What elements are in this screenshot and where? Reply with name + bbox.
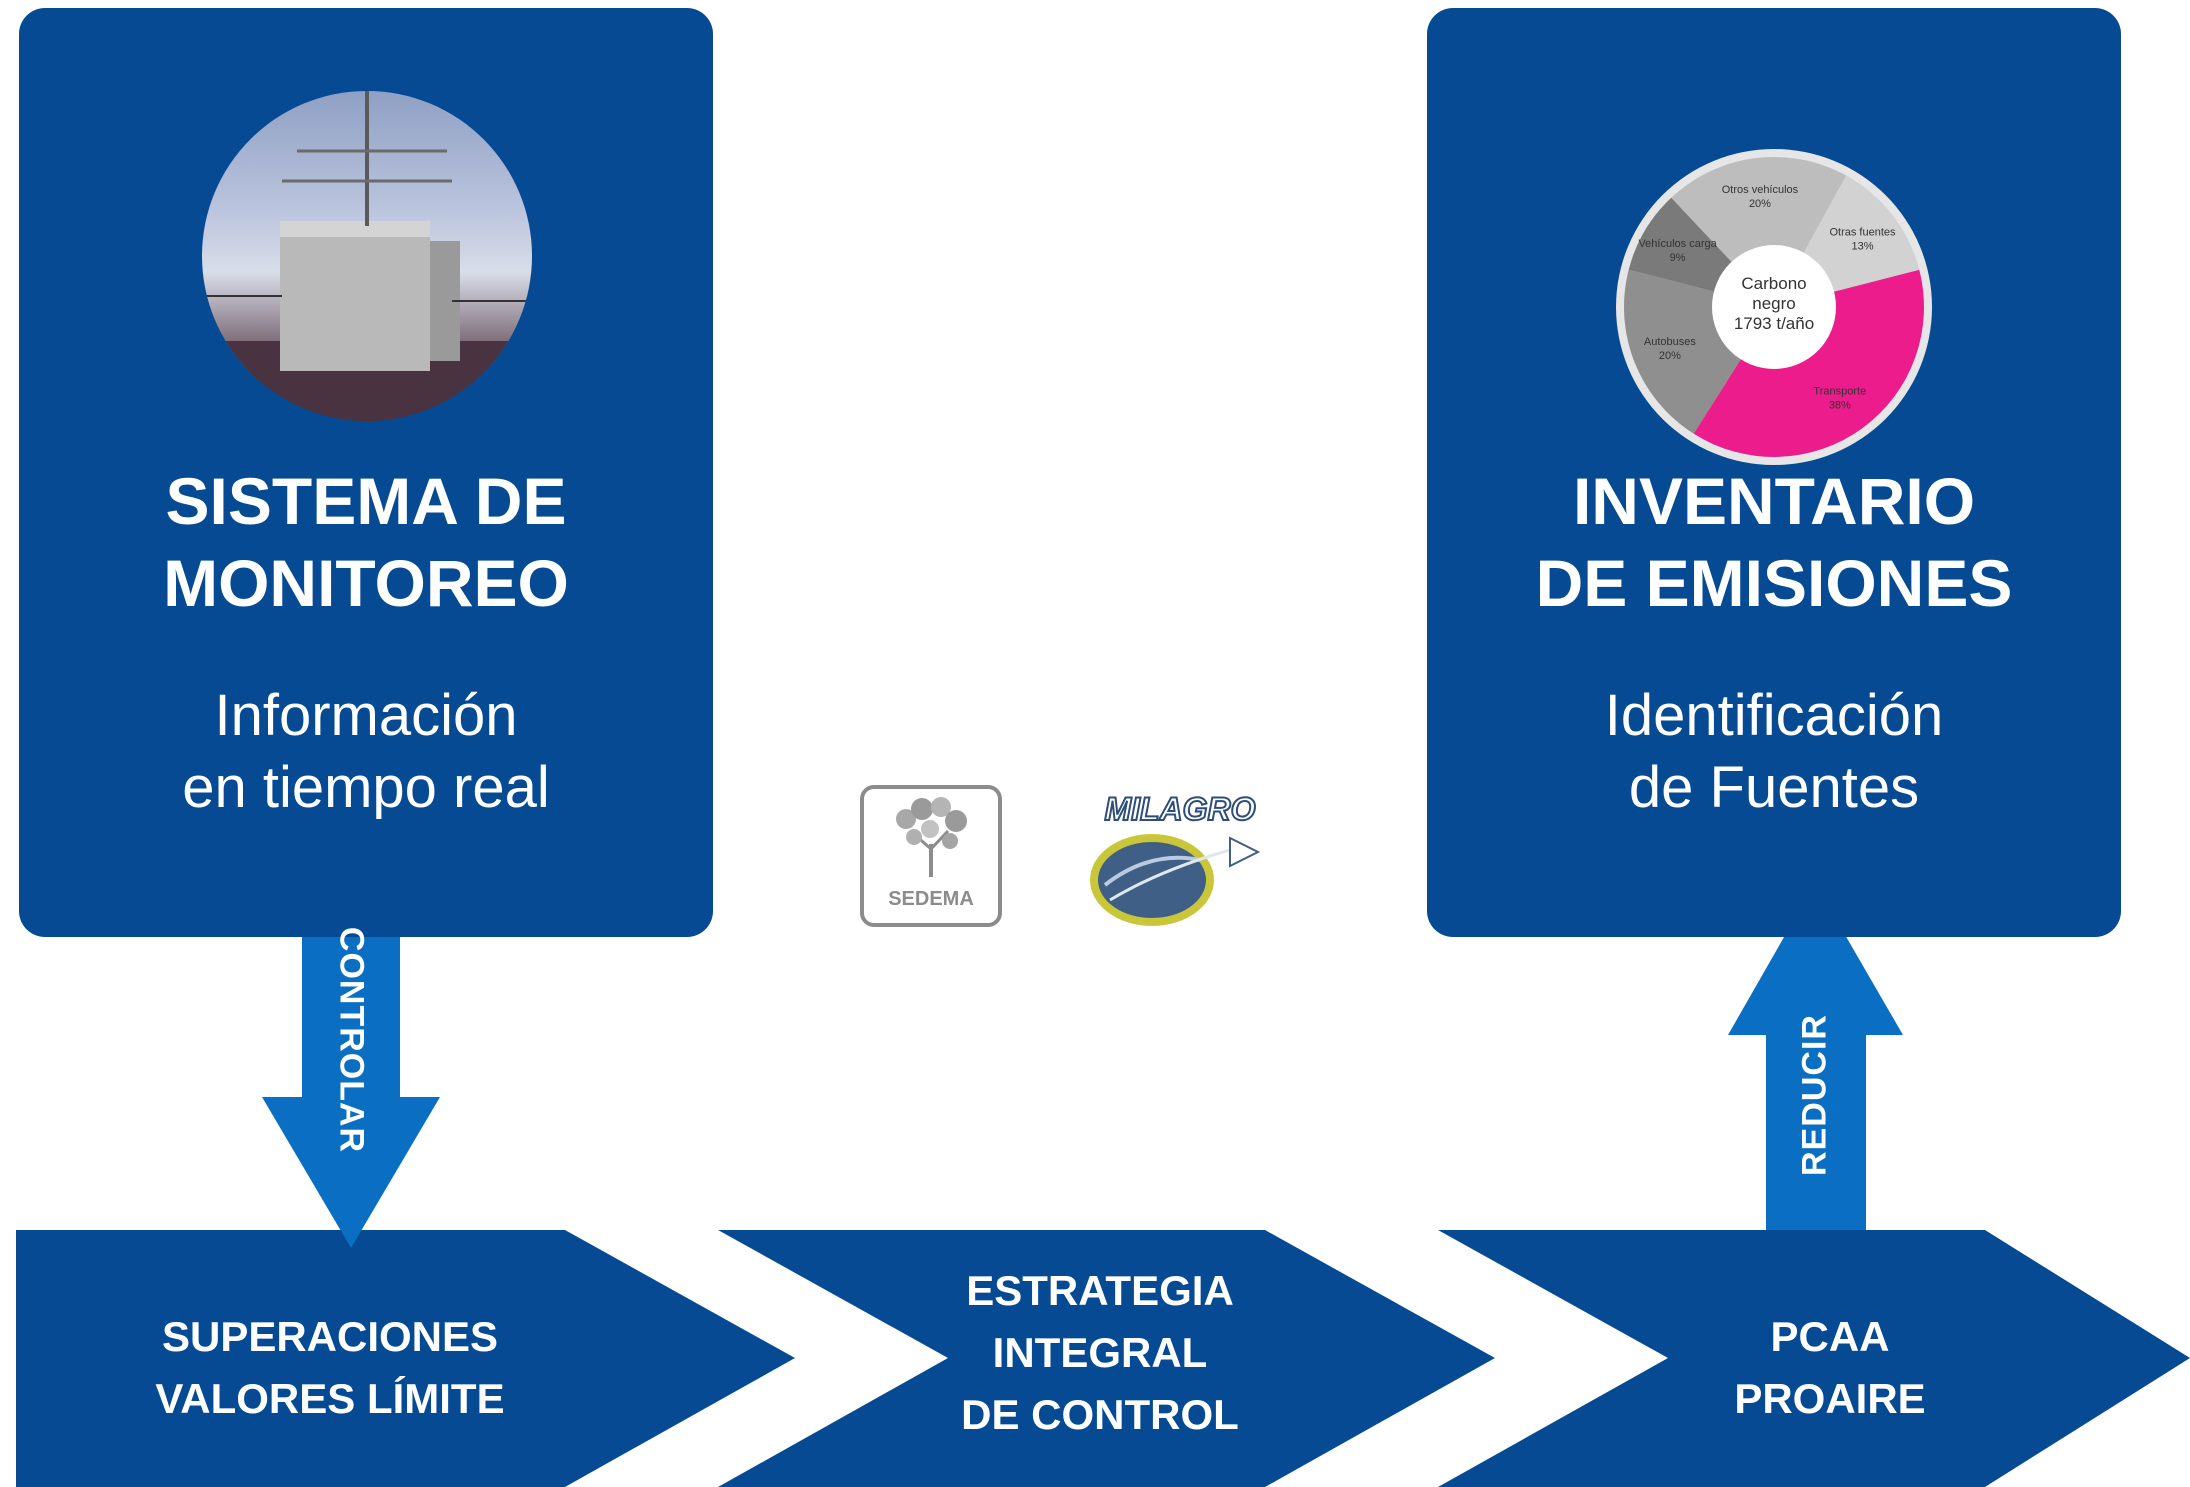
chevron-step-3 [1438, 1230, 2190, 1487]
donut-segment-label: Otras fuentes [1829, 226, 1896, 238]
donut-segment-pct: 20% [1659, 350, 1681, 362]
step-estrategia: ESTRATEGIA INTEGRAL DE CONTROL [961, 1267, 1239, 1438]
donut-center-line1: Carbono [1741, 274, 1806, 293]
milagro-logo-text: MILAGRO [1104, 791, 1255, 827]
chevron-step-2 [718, 1230, 1495, 1487]
inventory-title: INVENTARIO DE EMISIONES [1535, 464, 2013, 620]
donut-center-line3: 1793 t/año [1734, 314, 1814, 333]
inventory-card: Carbono negro 1793 t/año Transporte 38% Au… [1427, 8, 2121, 937]
donut-segment-pct: 38% [1829, 400, 1851, 412]
step-pcaa: PCAA PROAIRE [1734, 1313, 1926, 1422]
tree-icon [896, 797, 967, 877]
monitoring-subtitle: Información en tiempo real [182, 683, 550, 820]
monitoring-station-photo [202, 91, 532, 421]
controlar-arrow [262, 882, 440, 1248]
step-superaciones: SUPERACIONES VALORES LÍMITE [155, 1313, 505, 1422]
donut-segment-pct: 20% [1749, 198, 1771, 210]
monitoring-title: SISTEMA DE MONITOREO [163, 464, 569, 620]
sedema-logo-text: SEDEMA [888, 888, 974, 910]
donut-segment-label: Transporte [1813, 386, 1866, 398]
donut-center-line2: negro [1752, 294, 1795, 313]
donut-segment-label: Vehículos carga [1638, 238, 1717, 250]
donut-segment-pct: 13% [1851, 240, 1873, 252]
donut-segment [1671, 157, 1847, 307]
donut-segment-label: Otros vehículos [1722, 184, 1799, 196]
donut-segment-label: Autobuses [1644, 336, 1696, 348]
donut-segment-pct: 9% [1670, 252, 1686, 264]
milagro-logo: MILAGRO [1090, 790, 1261, 926]
donut-segment [1693, 269, 1924, 458]
monitoring-card: SISTEMA DE MONITOREO Información en tiem… [19, 8, 713, 937]
controlar-label: CONTROLAR [332, 926, 371, 1154]
chevron-step-1 [16, 1230, 795, 1487]
reducir-arrow [1728, 883, 1903, 1230]
inventory-subtitle: Identificación de Fuentes [1604, 683, 1944, 820]
reducir-label: REDUCIR [1795, 1014, 1834, 1176]
sedema-logo: SEDEMA [860, 785, 1002, 927]
emissions-donut-chart: Carbono negro 1793 t/año Transporte 38% Au… [1614, 147, 1934, 467]
